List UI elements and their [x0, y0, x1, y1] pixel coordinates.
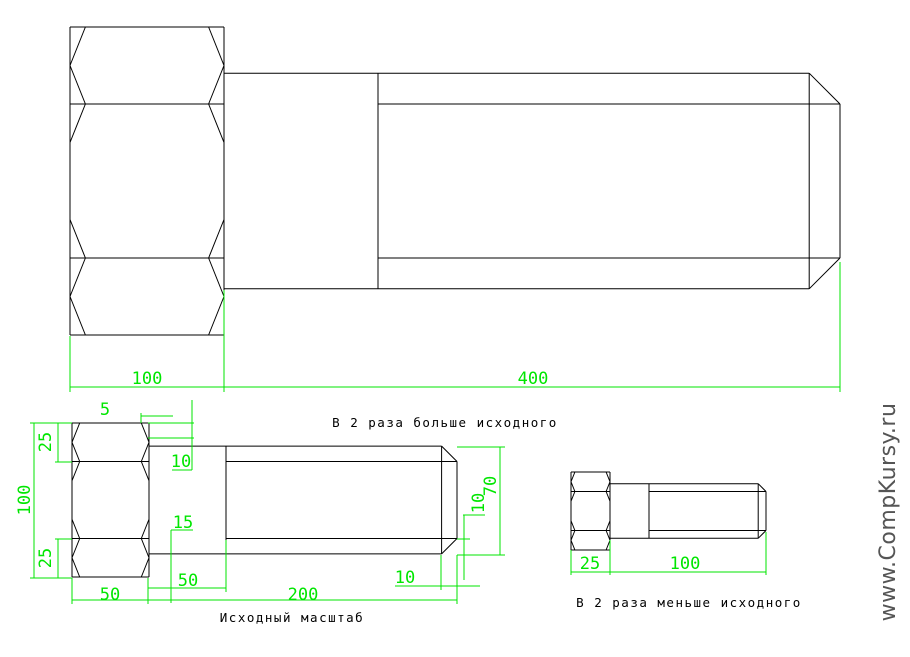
original-dimensions	[30, 400, 505, 604]
chamfer-arc	[140, 461, 150, 481]
chamfer-arc	[69, 257, 86, 297]
chamfer-arc	[570, 481, 576, 492]
end-chamfer	[441, 445, 458, 462]
end-chamfer	[757, 483, 767, 492]
chamfer-arc	[605, 530, 611, 541]
chamfer-arc	[208, 257, 225, 297]
chamfer-arc	[605, 540, 611, 551]
chamfer-arc	[605, 491, 611, 502]
large-dimensions	[69, 262, 841, 392]
dim-hex-top-25: 25	[36, 432, 56, 452]
chamfer-arc	[71, 422, 81, 443]
end-chamfer	[441, 538, 458, 555]
dim-shank-200: 200	[288, 585, 319, 605]
dim-hex-bottom-25: 25	[36, 548, 56, 568]
end-chamfer	[808, 72, 841, 105]
dim-large-head-width: 100	[132, 369, 163, 389]
chamfer-arc	[208, 219, 225, 259]
bolt-original-view	[71, 422, 458, 578]
chamfer-arc	[140, 422, 150, 443]
chamfer-arc	[69, 219, 86, 259]
caption-original: Исходный масштаб	[220, 610, 364, 625]
chamfer-arc	[71, 519, 81, 539]
dim-thread-10: 10	[469, 493, 489, 513]
chamfer-arc	[140, 519, 150, 539]
dim-collar-50: 50	[178, 571, 198, 591]
chamfer-arc	[605, 471, 611, 482]
chamfer-arc	[570, 530, 576, 541]
chamfer-arc	[71, 461, 81, 481]
chamfer-arc	[71, 442, 81, 462]
watermark: www.CompKursy.ru	[876, 403, 901, 622]
chamfer-arc	[140, 538, 150, 558]
chamfer-arc	[208, 296, 225, 336]
caption-small: В 2 раза меньше исходного	[576, 595, 802, 610]
dim-step-15: 15	[173, 513, 193, 533]
chamfer-arc	[570, 471, 576, 482]
chamfer-arc	[208, 65, 225, 105]
chamfer-arc	[208, 103, 225, 143]
dim-head-width-50: 50	[100, 585, 120, 605]
chamfer-arc	[69, 296, 86, 336]
chamfer-arc	[71, 557, 81, 578]
chamfer-arc	[69, 26, 86, 66]
bolt-large-view	[69, 26, 841, 336]
end-chamfer	[808, 257, 841, 290]
chamfer-arc	[208, 26, 225, 66]
end-chamfer	[757, 530, 767, 539]
bolt-small-view	[570, 471, 767, 551]
dim-chamfer-5: 5	[100, 400, 110, 420]
chamfer-arc	[140, 442, 150, 462]
chamfer-arc	[570, 540, 576, 551]
chamfer-arc	[605, 481, 611, 492]
chamfer-arc	[69, 103, 86, 143]
dim-diameter-70: 70	[481, 476, 501, 496]
small-dimensions	[570, 532, 767, 575]
chamfer-arc	[570, 520, 576, 531]
dim-small-shank-length: 100	[670, 554, 701, 574]
chamfer-arc	[71, 538, 81, 558]
dim-step-10: 10	[171, 452, 191, 472]
chamfer-arc	[69, 65, 86, 105]
chamfer-arc	[570, 491, 576, 502]
dim-large-shank-length: 400	[518, 369, 549, 389]
dim-small-head-width: 25	[580, 554, 600, 574]
dim-head-height-100: 100	[15, 485, 35, 516]
dim-chamfer-length-10: 10	[395, 568, 415, 588]
chamfer-arc	[605, 520, 611, 531]
chamfer-arc	[140, 557, 150, 578]
caption-large: В 2 раза больше исходного	[332, 415, 558, 430]
